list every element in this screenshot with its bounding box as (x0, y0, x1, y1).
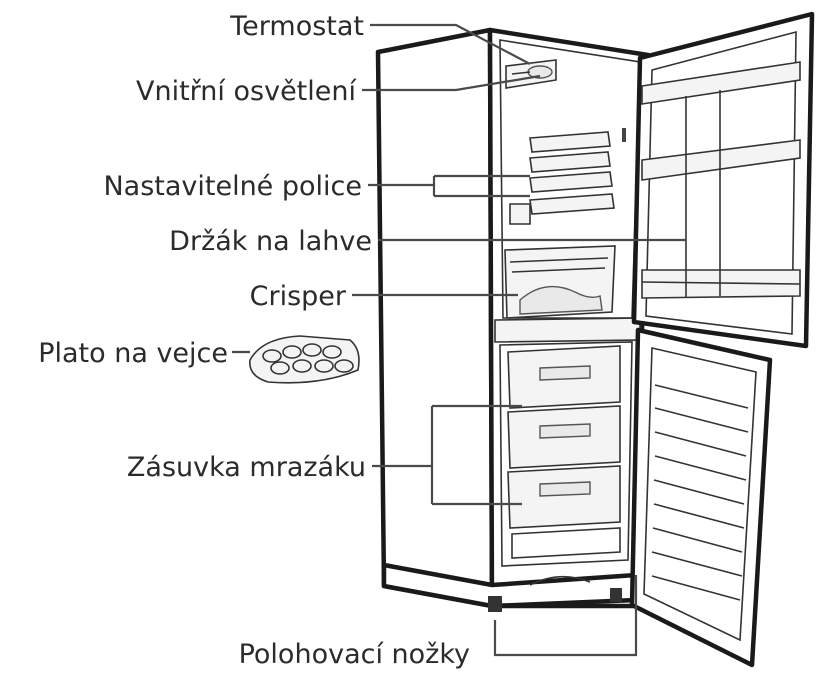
leader-interior-light (362, 74, 541, 92)
thermostat-light-unit (505, 59, 557, 89)
label-freezer-drawer: Zásuvka mrazáku (127, 452, 366, 483)
label-thermostat: Termostat (229, 11, 364, 42)
leader-leveling-feet (493, 575, 638, 657)
crisper-drawer (504, 245, 616, 319)
freezer-drawers (507, 345, 621, 559)
freezer-door (629, 327, 773, 668)
leader-lines (232, 23, 686, 657)
label-crisper: Crisper (250, 281, 347, 312)
egg-tray (249, 335, 360, 384)
label-interior-light: Vnitřní osvětlení (136, 76, 357, 107)
label-bottle-holder: Držák na lahve (169, 226, 372, 257)
leader-adjustable-shelves (368, 174, 530, 198)
leader-thermostat (370, 23, 531, 65)
label-leveling-feet: Polohovací nožky (239, 639, 470, 670)
fridge-door (631, 11, 815, 349)
leader-freezer-drawer (372, 404, 522, 506)
label-adjustable-shelves: Nastavitelné police (103, 171, 362, 202)
label-egg-tray: Plato na vejce (38, 338, 228, 369)
leveling-feet (488, 575, 622, 612)
labels: Termostat Vnitřní osvětlení Nastavitelné… (38, 11, 470, 670)
adjustable-shelves (509, 128, 626, 225)
